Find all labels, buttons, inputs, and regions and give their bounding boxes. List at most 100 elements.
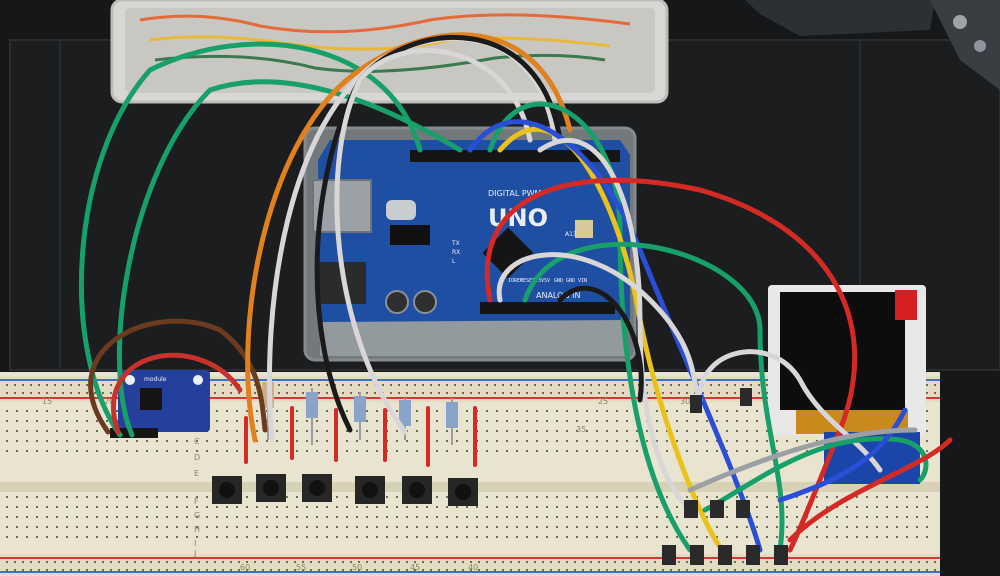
breadboard-hole — [326, 440, 328, 442]
breadboard-hole — [776, 506, 778, 508]
breadboard-hole — [466, 430, 468, 432]
breadboard-hole — [326, 410, 328, 412]
breadboard-hole — [296, 420, 298, 422]
breadboard-hole — [566, 516, 568, 518]
row-label-d: D — [194, 453, 200, 462]
capacitor-1 — [385, 290, 409, 314]
breadboard-hole — [214, 392, 216, 394]
breadboard-hole — [742, 384, 744, 386]
breadboard-hole — [174, 561, 176, 563]
breadboard-hole — [86, 384, 88, 386]
breadboard-hole — [556, 430, 558, 432]
breadboard-hole — [666, 536, 668, 538]
breadboard-hole — [746, 440, 748, 442]
breadboard-hole — [558, 569, 560, 571]
breadboard-hole — [226, 410, 228, 412]
breadboard-hole — [590, 392, 592, 394]
breadboard-hole — [726, 506, 728, 508]
sensor-module-label: module — [144, 376, 167, 383]
breadboard-hole — [846, 506, 848, 508]
breadboard-hole — [786, 526, 788, 528]
breadboard-hole — [366, 450, 368, 452]
breadboard-hole — [6, 410, 8, 412]
breadboard-hole — [116, 496, 118, 498]
breadboard-hole — [516, 420, 518, 422]
breadboard-hole — [506, 536, 508, 538]
breadboard-hole — [766, 561, 768, 563]
breadboard-hole — [606, 450, 608, 452]
breadboard-hole — [586, 420, 588, 422]
breadboard-hole — [46, 430, 48, 432]
breadboard-hole — [46, 561, 48, 563]
breadboard-hole — [486, 516, 488, 518]
breadboard-hole — [382, 569, 384, 571]
breadboard-hole — [302, 561, 304, 563]
breadboard-hole — [676, 506, 678, 508]
breadboard-hole — [406, 450, 408, 452]
breadboard-hole — [676, 516, 678, 518]
breadboard-hole — [566, 526, 568, 528]
breadboard-hole — [654, 569, 656, 571]
breadboard-hole — [76, 506, 78, 508]
breadboard-hole — [214, 561, 216, 563]
breadboard-hole — [542, 392, 544, 394]
breadboard-hole — [246, 506, 248, 508]
breadboard-hole — [910, 569, 912, 571]
breadboard-hole — [866, 526, 868, 528]
breadboard-hole — [286, 536, 288, 538]
breadboard-hole — [390, 569, 392, 571]
breadboard-hole — [506, 526, 508, 528]
breadboard-hole — [686, 496, 688, 498]
breadboard-hole — [814, 561, 816, 563]
breadboard-hole — [146, 496, 148, 498]
breadboard-hole — [542, 569, 544, 571]
breadboard-hole — [296, 506, 298, 508]
breadboard-hole — [830, 561, 832, 563]
breadboard-hole — [116, 526, 118, 528]
breadboard-hole — [456, 506, 458, 508]
breadboard-hole — [576, 420, 578, 422]
breadboard-hole — [598, 569, 600, 571]
breadboard-hole — [776, 496, 778, 498]
breadboard-hole — [110, 384, 112, 386]
breadboard-hole — [286, 450, 288, 452]
breadboard-hole — [438, 392, 440, 394]
breadboard-hole — [78, 384, 80, 386]
breadboard-hole — [266, 450, 268, 452]
breadboard-hole — [916, 536, 918, 538]
breadboard-hole — [646, 561, 648, 563]
breadboard-hole — [516, 526, 518, 528]
breadboard-hole — [56, 506, 58, 508]
breadboard-hole — [346, 410, 348, 412]
breadboard-hole — [576, 440, 578, 442]
breadboard-hole — [876, 526, 878, 528]
breadboard-hole — [534, 384, 536, 386]
breadboard-hole — [550, 392, 552, 394]
breadboard-hole — [536, 526, 538, 528]
breadboard-hole — [718, 569, 720, 571]
breadboard-hole — [346, 506, 348, 508]
breadboard-hole — [856, 506, 858, 508]
breadboard-hole — [636, 526, 638, 528]
bag — [745, 0, 935, 36]
breadboard-hole — [816, 496, 818, 498]
header-pins — [662, 388, 788, 565]
breadboard-hole — [836, 536, 838, 538]
breadboard-hole — [906, 536, 908, 538]
breadboard-hole — [76, 420, 78, 422]
wire-green-display — [702, 436, 929, 513]
breadboard-hole — [636, 440, 638, 442]
breadboard-hole — [614, 384, 616, 386]
breadboard-hole — [96, 516, 98, 518]
breadboard-hole — [706, 450, 708, 452]
breadboard-hole — [36, 516, 38, 518]
screws — [930, 0, 1000, 90]
breadboard-hole — [786, 516, 788, 518]
breadboard-hole — [14, 392, 16, 394]
breadboard-hole — [786, 536, 788, 538]
breadboard-hole — [414, 384, 416, 386]
breadboard-hole — [836, 526, 838, 528]
breadboard-hole — [176, 516, 178, 518]
breadboard-hole — [56, 526, 58, 528]
breadboard-hole — [876, 536, 878, 538]
